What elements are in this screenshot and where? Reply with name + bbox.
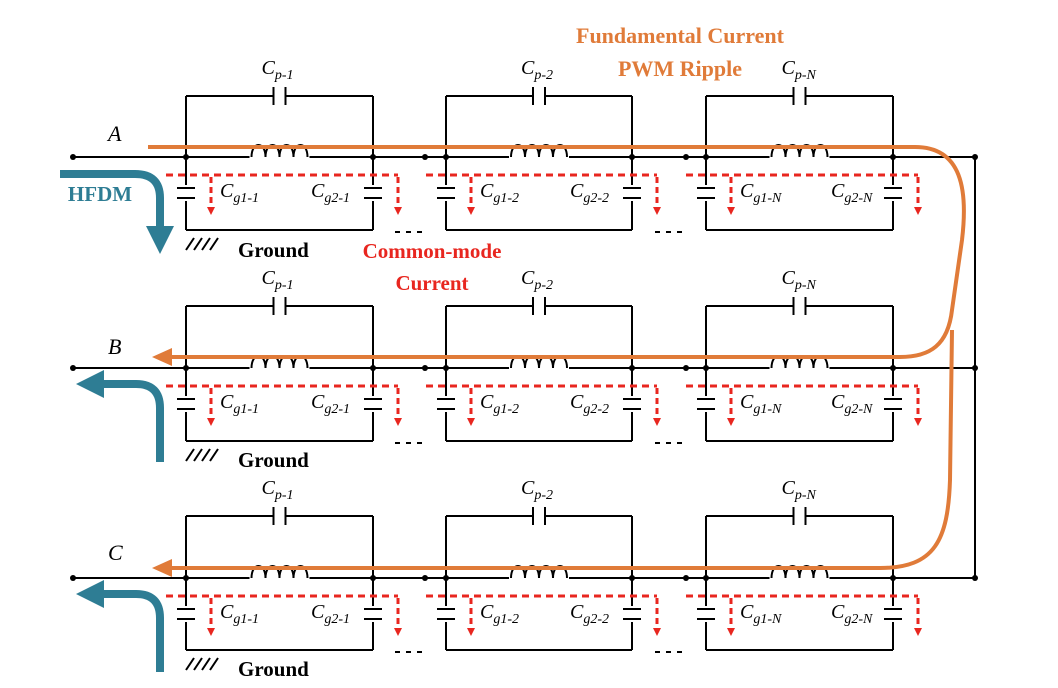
hfdm-arrow-a-head [146, 226, 174, 254]
phase-b-section-3-node-left [703, 365, 709, 371]
phase-c-section-1-cg1-label: Cg1-1 [220, 601, 259, 627]
phase-c-dot-2 [683, 575, 689, 581]
fundamental-arrow-b [152, 348, 172, 366]
phase-a-section-2-node-right [629, 154, 635, 160]
fundamental-arrow-c [152, 559, 172, 577]
phase-a-section-3-cp-label: Cp-N [782, 57, 817, 83]
phase-a-section-1-node-left [183, 154, 189, 160]
phase-a-section-2-cg1-label: Cg1-2 [480, 180, 519, 206]
hfdm-arrow-b-head [76, 370, 104, 398]
phase-c-section-1-cp-label: Cp-1 [262, 477, 294, 503]
phase-b-section-1-node-right [370, 365, 376, 371]
phase-b-section-1-node-left [183, 365, 189, 371]
terminal-dot-b [70, 365, 76, 371]
phase-c-section-2-node-right [629, 575, 635, 581]
phase-b-section-1-cg1-label: Cg1-1 [220, 391, 259, 417]
phase-c-section-3-cg1-label: Cg1-N [740, 601, 782, 627]
phase-b-section-3-node-right [890, 365, 896, 371]
phase-a-section-3-node-left [703, 154, 709, 160]
terminal-dot-c [70, 575, 76, 581]
fundamental-current-path-ab [148, 145, 966, 359]
common-mode-label-line1: Common-mode [363, 239, 502, 263]
phase-a-section-3-node-right [890, 154, 896, 160]
phase-c-section-1-node-right [370, 575, 376, 581]
phase-b-section-2-node-right [629, 365, 635, 371]
common-mode-label-line2: Current [395, 271, 468, 295]
phase-a-section-2-cp-label: Cp-2 [521, 57, 553, 83]
ground-label-c: Ground [238, 657, 309, 681]
phase-c-dot-1 [422, 575, 428, 581]
phase-c-ground-hatch-1 [185, 657, 195, 671]
phase-b-ground-hatch-3 [201, 448, 211, 462]
phase-a-ground-hatch-3 [201, 237, 211, 251]
phase-a-section-1-cp-label: Cp-1 [262, 57, 294, 83]
phase-b-ground-hatch-1 [185, 448, 195, 462]
phase-label-b: B [108, 334, 121, 359]
phase-b-section-1-cp-label: Cp-1 [262, 267, 294, 293]
phase-c-section-3-node-right [890, 575, 896, 581]
terminal-dot-a [70, 154, 76, 160]
pwm-ripple-label: PWM Ripple [618, 56, 742, 81]
phase-b-section-2-node-left [443, 365, 449, 371]
phase-c-ground-hatch-3 [201, 657, 211, 671]
phase-a-section-1-cg2-label: Cg2-1 [311, 180, 350, 206]
fundamental-current-path-c [170, 329, 954, 570]
phase-c-section-3-node-left [703, 575, 709, 581]
phase-a-ground-hatch-4 [209, 237, 219, 251]
hfdm-label: HFDM [68, 182, 132, 206]
ground-label-a: Ground [238, 238, 309, 262]
phase-b-section-3-cg1-label: Cg1-N [740, 391, 782, 417]
phase-c-ground-hatch-4 [209, 657, 219, 671]
phase-a-section-1-node-right [370, 154, 376, 160]
phase-b-ground-hatch-4 [209, 448, 219, 462]
phase-a-section-2-node-left [443, 154, 449, 160]
hfdm-arrow-a-shaft [60, 170, 164, 232]
hfdm-arrow-b-shaft [100, 380, 164, 462]
phase-b-section-2-cg1-label: Cg1-2 [480, 391, 519, 417]
phase-b-section-2-cg2-label: Cg2-2 [570, 391, 609, 417]
phase-a-section-1-cg1-label: Cg1-1 [220, 180, 259, 206]
phase-c-section-1-cg2-label: Cg2-1 [311, 601, 350, 627]
phase-c-section-2-cp-label: Cp-2 [521, 477, 553, 503]
phase-c-section-1-node-left [183, 575, 189, 581]
phase-b-section-1-cg2-label: Cg2-1 [311, 391, 350, 417]
phase-label-c: C [108, 540, 123, 565]
circuit-components [250, 144, 829, 579]
phase-b-ground-hatch-2 [193, 448, 203, 462]
phase-c-ground-hatch-2 [193, 657, 203, 671]
phase-a-dot-1 [422, 154, 428, 160]
phase-a-section-3-cg1-label: Cg1-N [740, 180, 782, 206]
hfdm-arrow-c-head [76, 580, 104, 608]
current-flows [60, 145, 966, 672]
phase-b-section-3-cg2-label: Cg2-N [831, 391, 873, 417]
phase-a-dot-2 [683, 154, 689, 160]
phase-c-section-2-cg2-label: Cg2-2 [570, 601, 609, 627]
phase-a-section-3-cg2-label: Cg2-N [831, 180, 873, 206]
phase-b-dot-1 [422, 365, 428, 371]
phase-a-ground-hatch-2 [193, 237, 203, 251]
phase-c-section-2-node-left [443, 575, 449, 581]
phase-b-dot-2 [683, 365, 689, 371]
phase-c-section-3-cp-label: Cp-N [782, 477, 817, 503]
phase-c-section-3-cg2-label: Cg2-N [831, 601, 873, 627]
hfdm-arrow-c-shaft [100, 590, 164, 672]
ground-label-b: Ground [238, 448, 309, 472]
phase-label-a: A [106, 121, 122, 146]
phase-b-section-2-cp-label: Cp-2 [521, 267, 553, 293]
phase-b-section-3-cp-label: Cp-N [782, 267, 817, 293]
phase-a-ground-hatch-1 [185, 237, 195, 251]
fundamental-current-label: Fundamental Current [576, 23, 785, 48]
phase-c-section-2-cg1-label: Cg1-2 [480, 601, 519, 627]
phase-a-section-2-cg2-label: Cg2-2 [570, 180, 609, 206]
